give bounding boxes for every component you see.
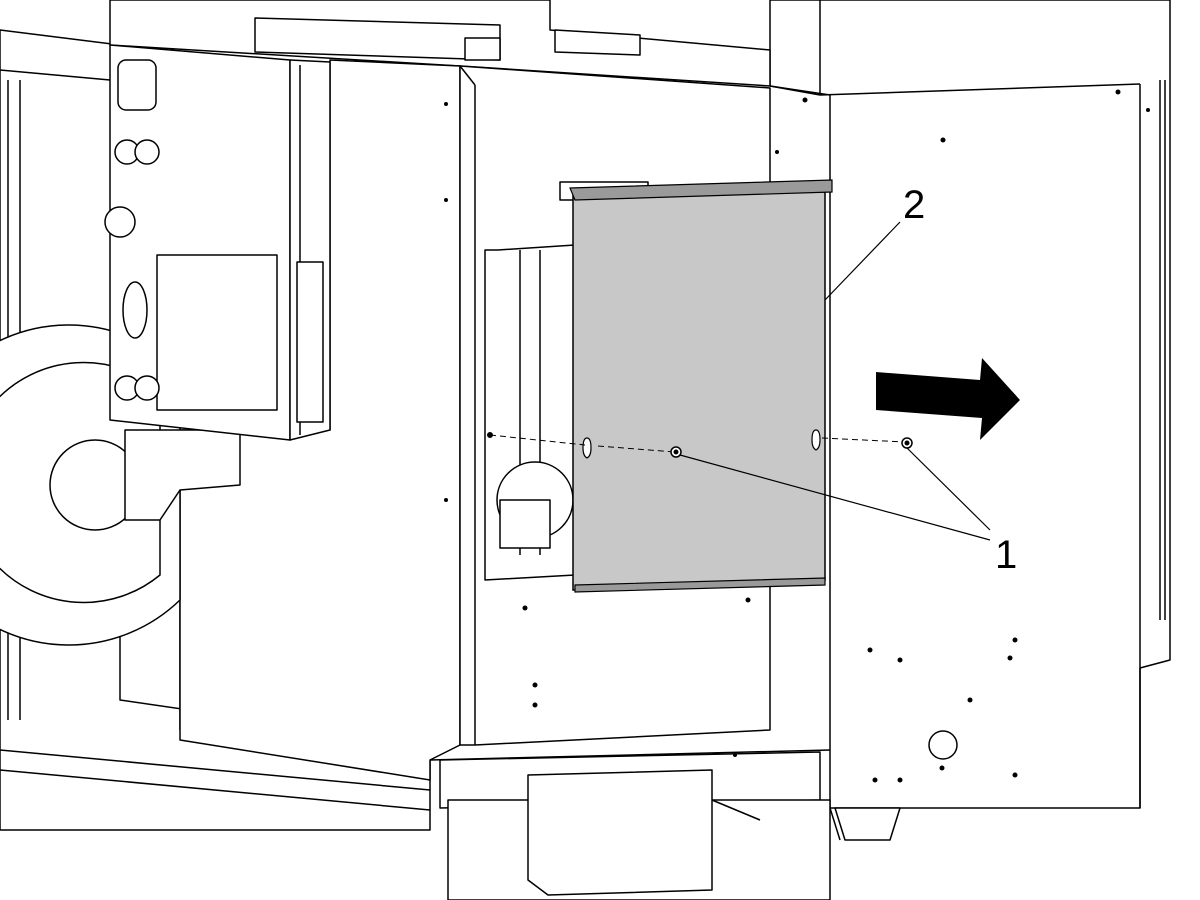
access-hole — [928, 730, 958, 760]
hardware-dots — [444, 89, 1150, 783]
leader-lines — [679, 221, 991, 541]
callout-1: 1 — [995, 533, 1017, 577]
callout-2: 2 — [903, 183, 925, 227]
bottom-housing — [447, 769, 831, 900]
control-pendant — [104, 44, 331, 441]
keyhole-slot-left — [582, 437, 592, 459]
arrow-right-icon — [876, 358, 1020, 440]
keyhole-slot-right — [811, 429, 821, 451]
machine-right-enclosure — [769, 0, 1171, 841]
inner-electronics — [484, 181, 649, 581]
cover-panel[interactable] — [569, 179, 833, 593]
top-housing — [109, 0, 771, 87]
